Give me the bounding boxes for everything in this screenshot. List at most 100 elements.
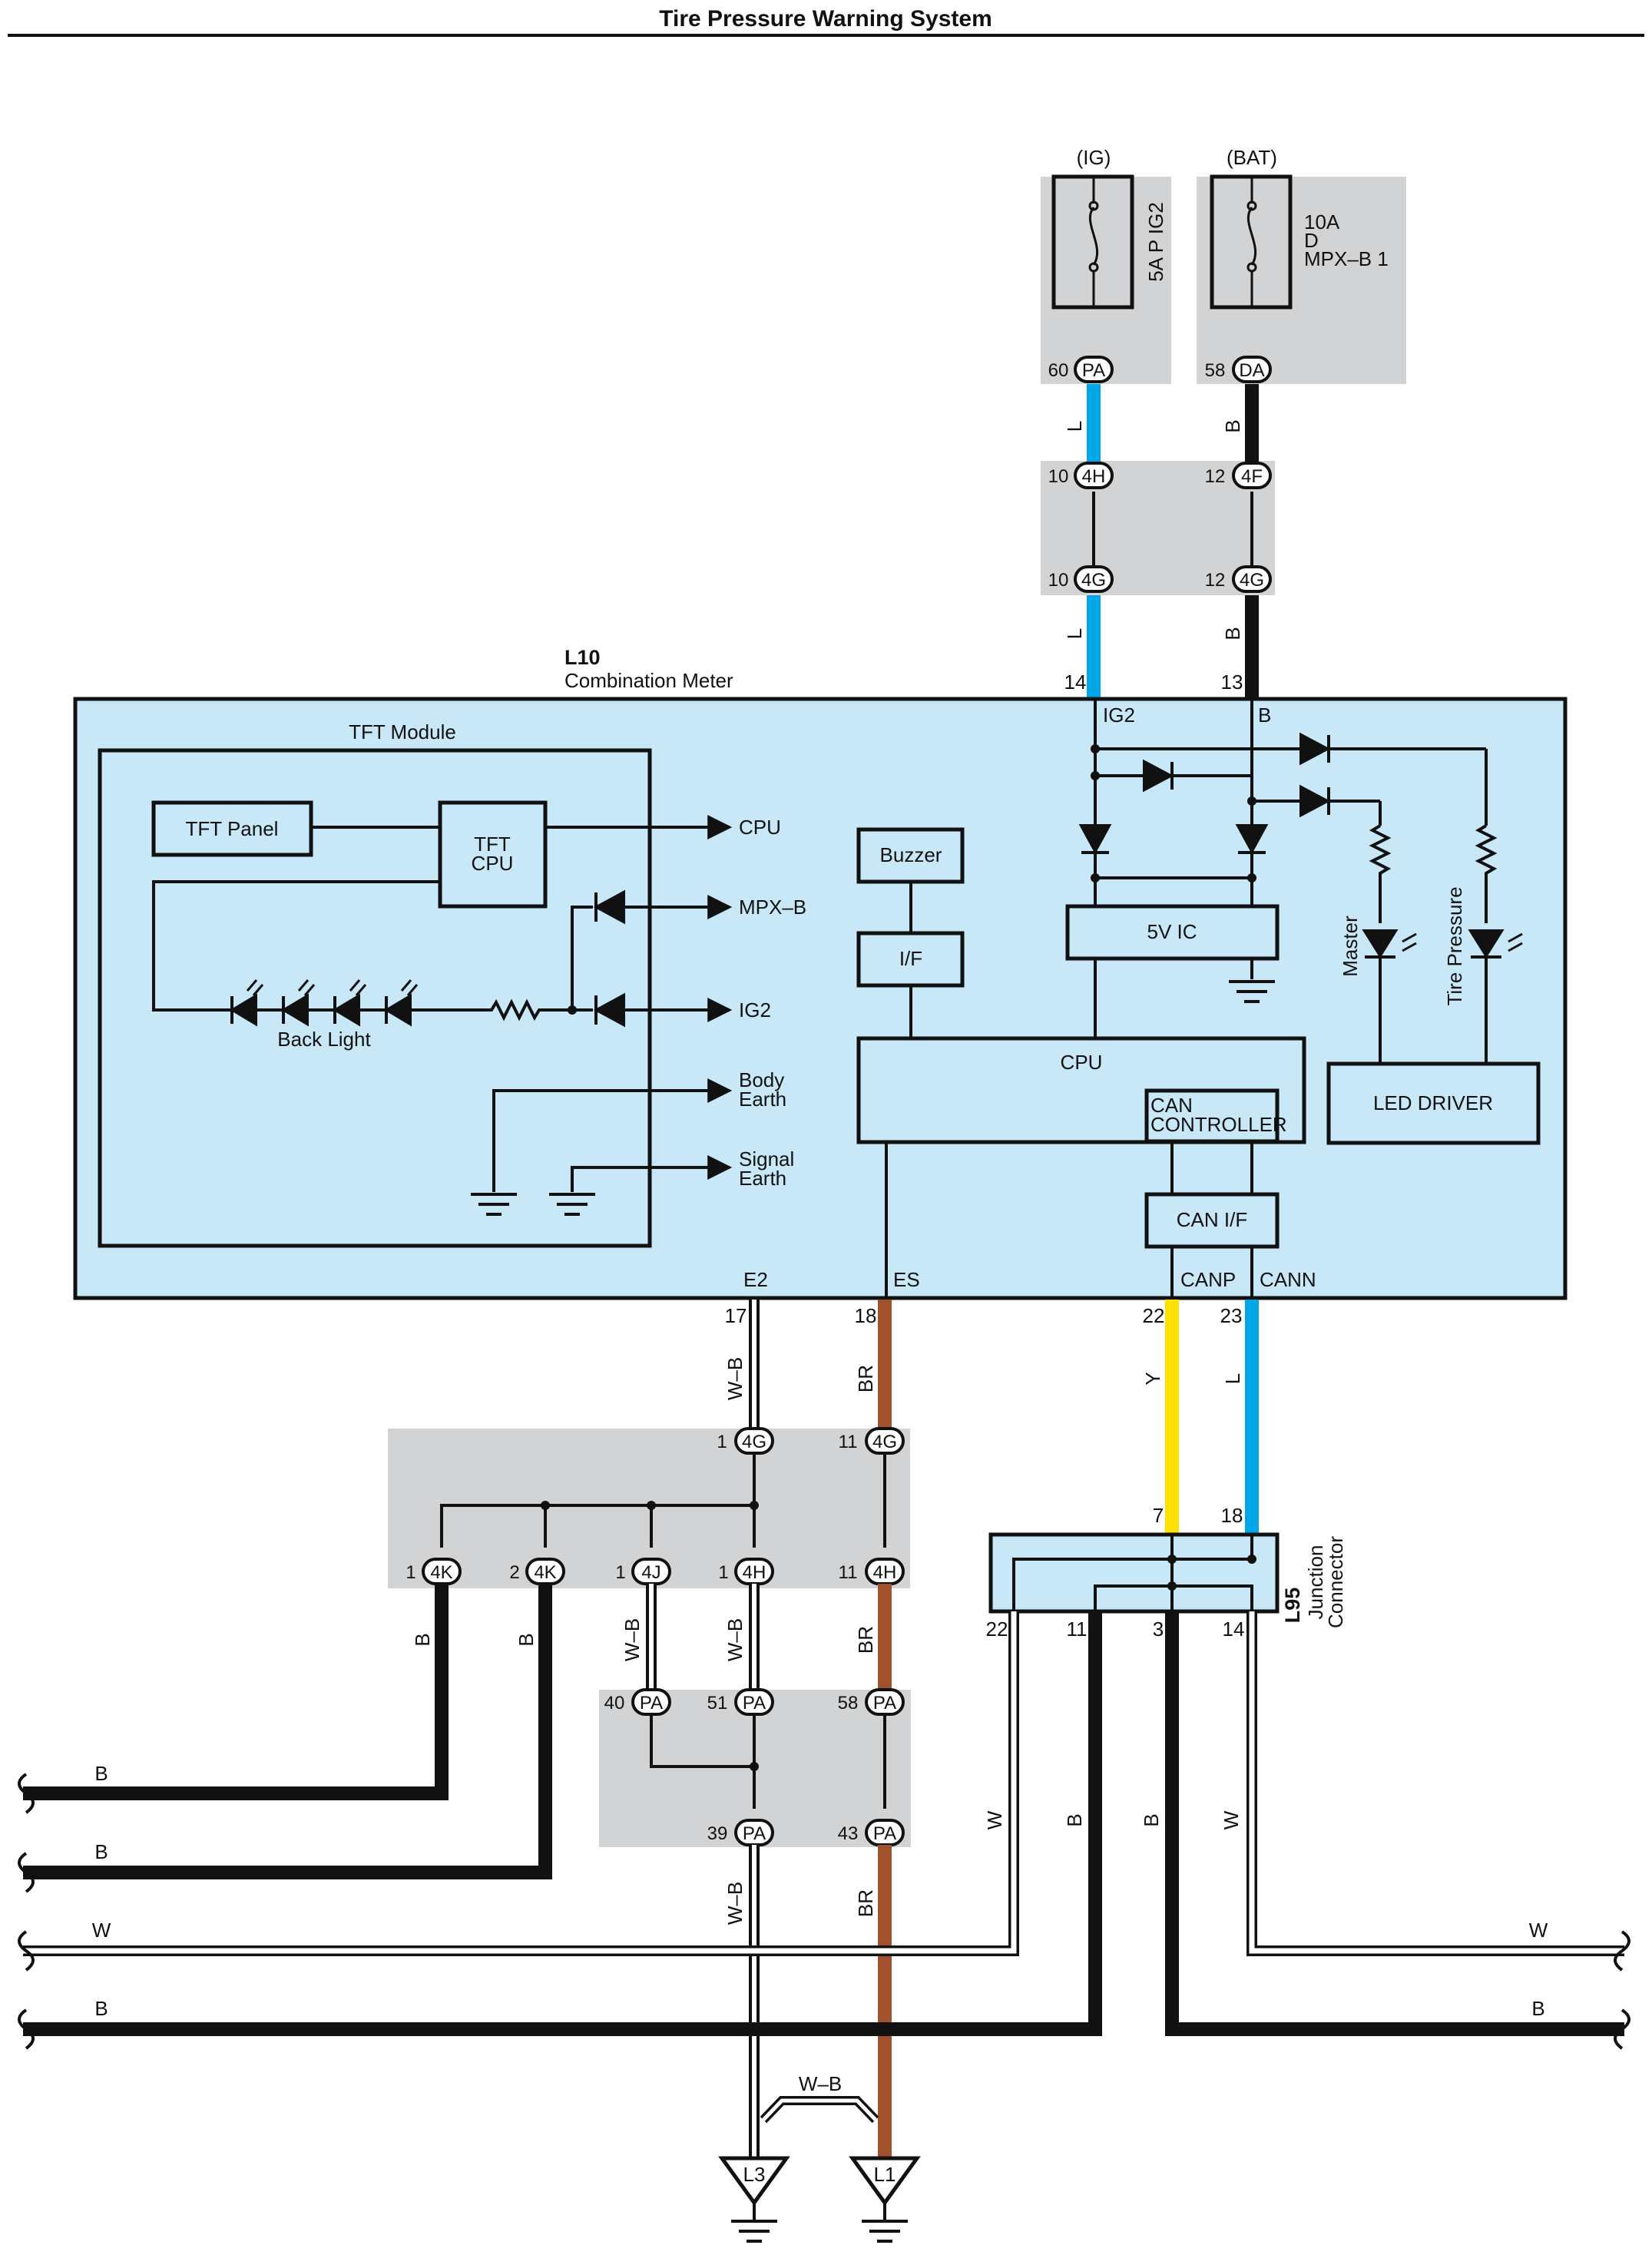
junction-dots [1091,744,1256,882]
wire-b-left [23,1611,1102,2036]
can-controller-box [1144,1088,1280,1144]
meter-pin-18: 18 [855,1304,877,1327]
svg-text:1: 1 [717,1432,727,1452]
ig-label: (IG) [1077,146,1111,169]
connector-4j-1: 4J 1 [615,1558,671,1585]
tft-cpu-label1: TFT [474,833,511,856]
wire-label-w-l95-right: W [1220,1810,1243,1829]
svg-text:DA: DA [1239,360,1264,381]
fuse-bat-shade [1197,177,1406,384]
svg-text:4J: 4J [641,1562,660,1583]
meter-pin-22: 22 [1143,1304,1165,1327]
wire-break-marks [18,1773,1630,2050]
svg-text:51: 51 [707,1693,728,1714]
body-earth-ground-icon [471,1193,517,1216]
connector-pa-51: PA 51 [707,1688,774,1716]
wire-label-wb-4j: W–B [621,1618,644,1661]
connector-4k-1: 4K 1 [406,1558,462,1585]
svg-text:4G: 4G [742,1432,766,1452]
meter-name: Combination Meter [564,669,733,692]
svg-text:58: 58 [1205,360,1226,381]
fuse-5a-p-ig2 [1051,174,1134,310]
can-if-box [1144,1192,1280,1249]
can-if-label: CAN I/F [1177,1208,1247,1231]
wire-b-right [1165,1611,1624,2036]
hwire-label-b4: B [1531,1997,1544,2020]
tft-module-label: TFT Module [349,720,456,743]
meter-pin-13: 13 [1221,671,1243,694]
signal-earth-2: Earth [739,1167,786,1190]
ground-point-l3: L3 [718,2156,790,2243]
l95-pin-22: 22 [986,1618,1008,1641]
svg-text:10: 10 [1048,466,1069,487]
led-driver-box [1326,1061,1541,1145]
svg-text:1: 1 [718,1562,728,1583]
body-earth-1: Body [739,1068,784,1091]
power-diodes [1078,732,1331,855]
l95-pin-7: 7 [1153,1504,1164,1527]
wire-label-br1: BR [854,1365,877,1392]
wire-label-l3: L [1221,1373,1244,1384]
hwire-label-b3: B [94,1997,108,2020]
connector-4g-11: 4G 11 [839,1427,905,1455]
svg-text:12: 12 [1205,466,1226,487]
connector-4f-12: 4F 12 [1205,462,1272,489]
term-canp: CANP [1180,1268,1236,1291]
tire-pressure-resistor [1475,824,1498,876]
svg-text:1: 1 [406,1562,415,1583]
can-controller-1: CAN [1150,1094,1193,1117]
l95-id: L95 [1281,1588,1304,1624]
svg-text:4H: 4H [1082,466,1106,487]
svg-text:11: 11 [839,1562,858,1583]
svg-text:PA: PA [743,1823,766,1844]
tft-panel-label: TFT Panel [186,817,279,840]
junction-link-dots [541,1501,759,1771]
wire-b-4k2 [23,1584,552,1879]
wire-label-b-4k1: B [411,1633,434,1646]
svg-text:4K: 4K [430,1562,452,1583]
l95-name1: Junction [1304,1545,1327,1620]
diagram-title: Tire Pressure Warning System [659,6,992,31]
wire-label-b-l95-right: B [1140,1813,1163,1826]
svg-text:40: 40 [604,1693,625,1714]
svg-text:4H: 4H [873,1562,897,1583]
wire-label-br-gnd: BR [854,1889,877,1917]
svg-text:4K: 4K [534,1562,556,1583]
tft-cpu-label2: CPU [472,852,514,875]
hwire-label-w2: W [1529,1919,1548,1942]
backlight-leds [230,979,468,1027]
connector-da-58: DA 58 [1205,356,1272,383]
wire-label-br-4h: BR [854,1626,877,1654]
connector-4g-10: 4G 10 [1048,565,1114,593]
svg-text:PA: PA [743,1693,766,1714]
wire-label-w-l95-left: W [983,1810,1006,1829]
tft-out-mpxb: MPX–B [739,896,806,919]
connector-4g-12: 4G 12 [1205,565,1272,593]
wire-label-b2: B [1221,627,1244,640]
hwire-label-w1: W [92,1919,111,1942]
term-b: B [1258,704,1271,727]
wire-label-wb-4h: W–B [723,1618,747,1661]
svg-text:L3: L3 [743,2163,766,2186]
master-resistor [1369,824,1392,876]
wire-label-b1: B [1221,419,1244,432]
connector-4k-2: 4K 2 [509,1558,565,1585]
fuse1-name: 5A P IG2 [1144,202,1167,282]
master-led-icon [1362,929,1417,959]
fuse-10a-mpx-b1 [1210,174,1293,310]
wire-w-right [1246,1611,1624,1956]
svg-text:PA: PA [873,1823,896,1844]
l95-pin-18: 18 [1221,1504,1243,1527]
fuse2-name: MPX–B 1 [1304,247,1389,270]
wire-label-b-4k2: B [515,1633,538,1646]
ic-5v-label: 5V IC [1147,920,1197,943]
l95-dots [1167,1555,1256,1591]
svg-text:11: 11 [839,1432,858,1452]
l95-pin-14: 14 [1223,1618,1245,1641]
wire-label-b-l95-left: B [1063,1813,1086,1826]
meter-pin-23: 23 [1220,1304,1243,1327]
cpu-label: CPU [1061,1051,1103,1074]
tire-pressure-led-icon [1468,929,1523,959]
fuse2-code: D [1304,229,1319,252]
